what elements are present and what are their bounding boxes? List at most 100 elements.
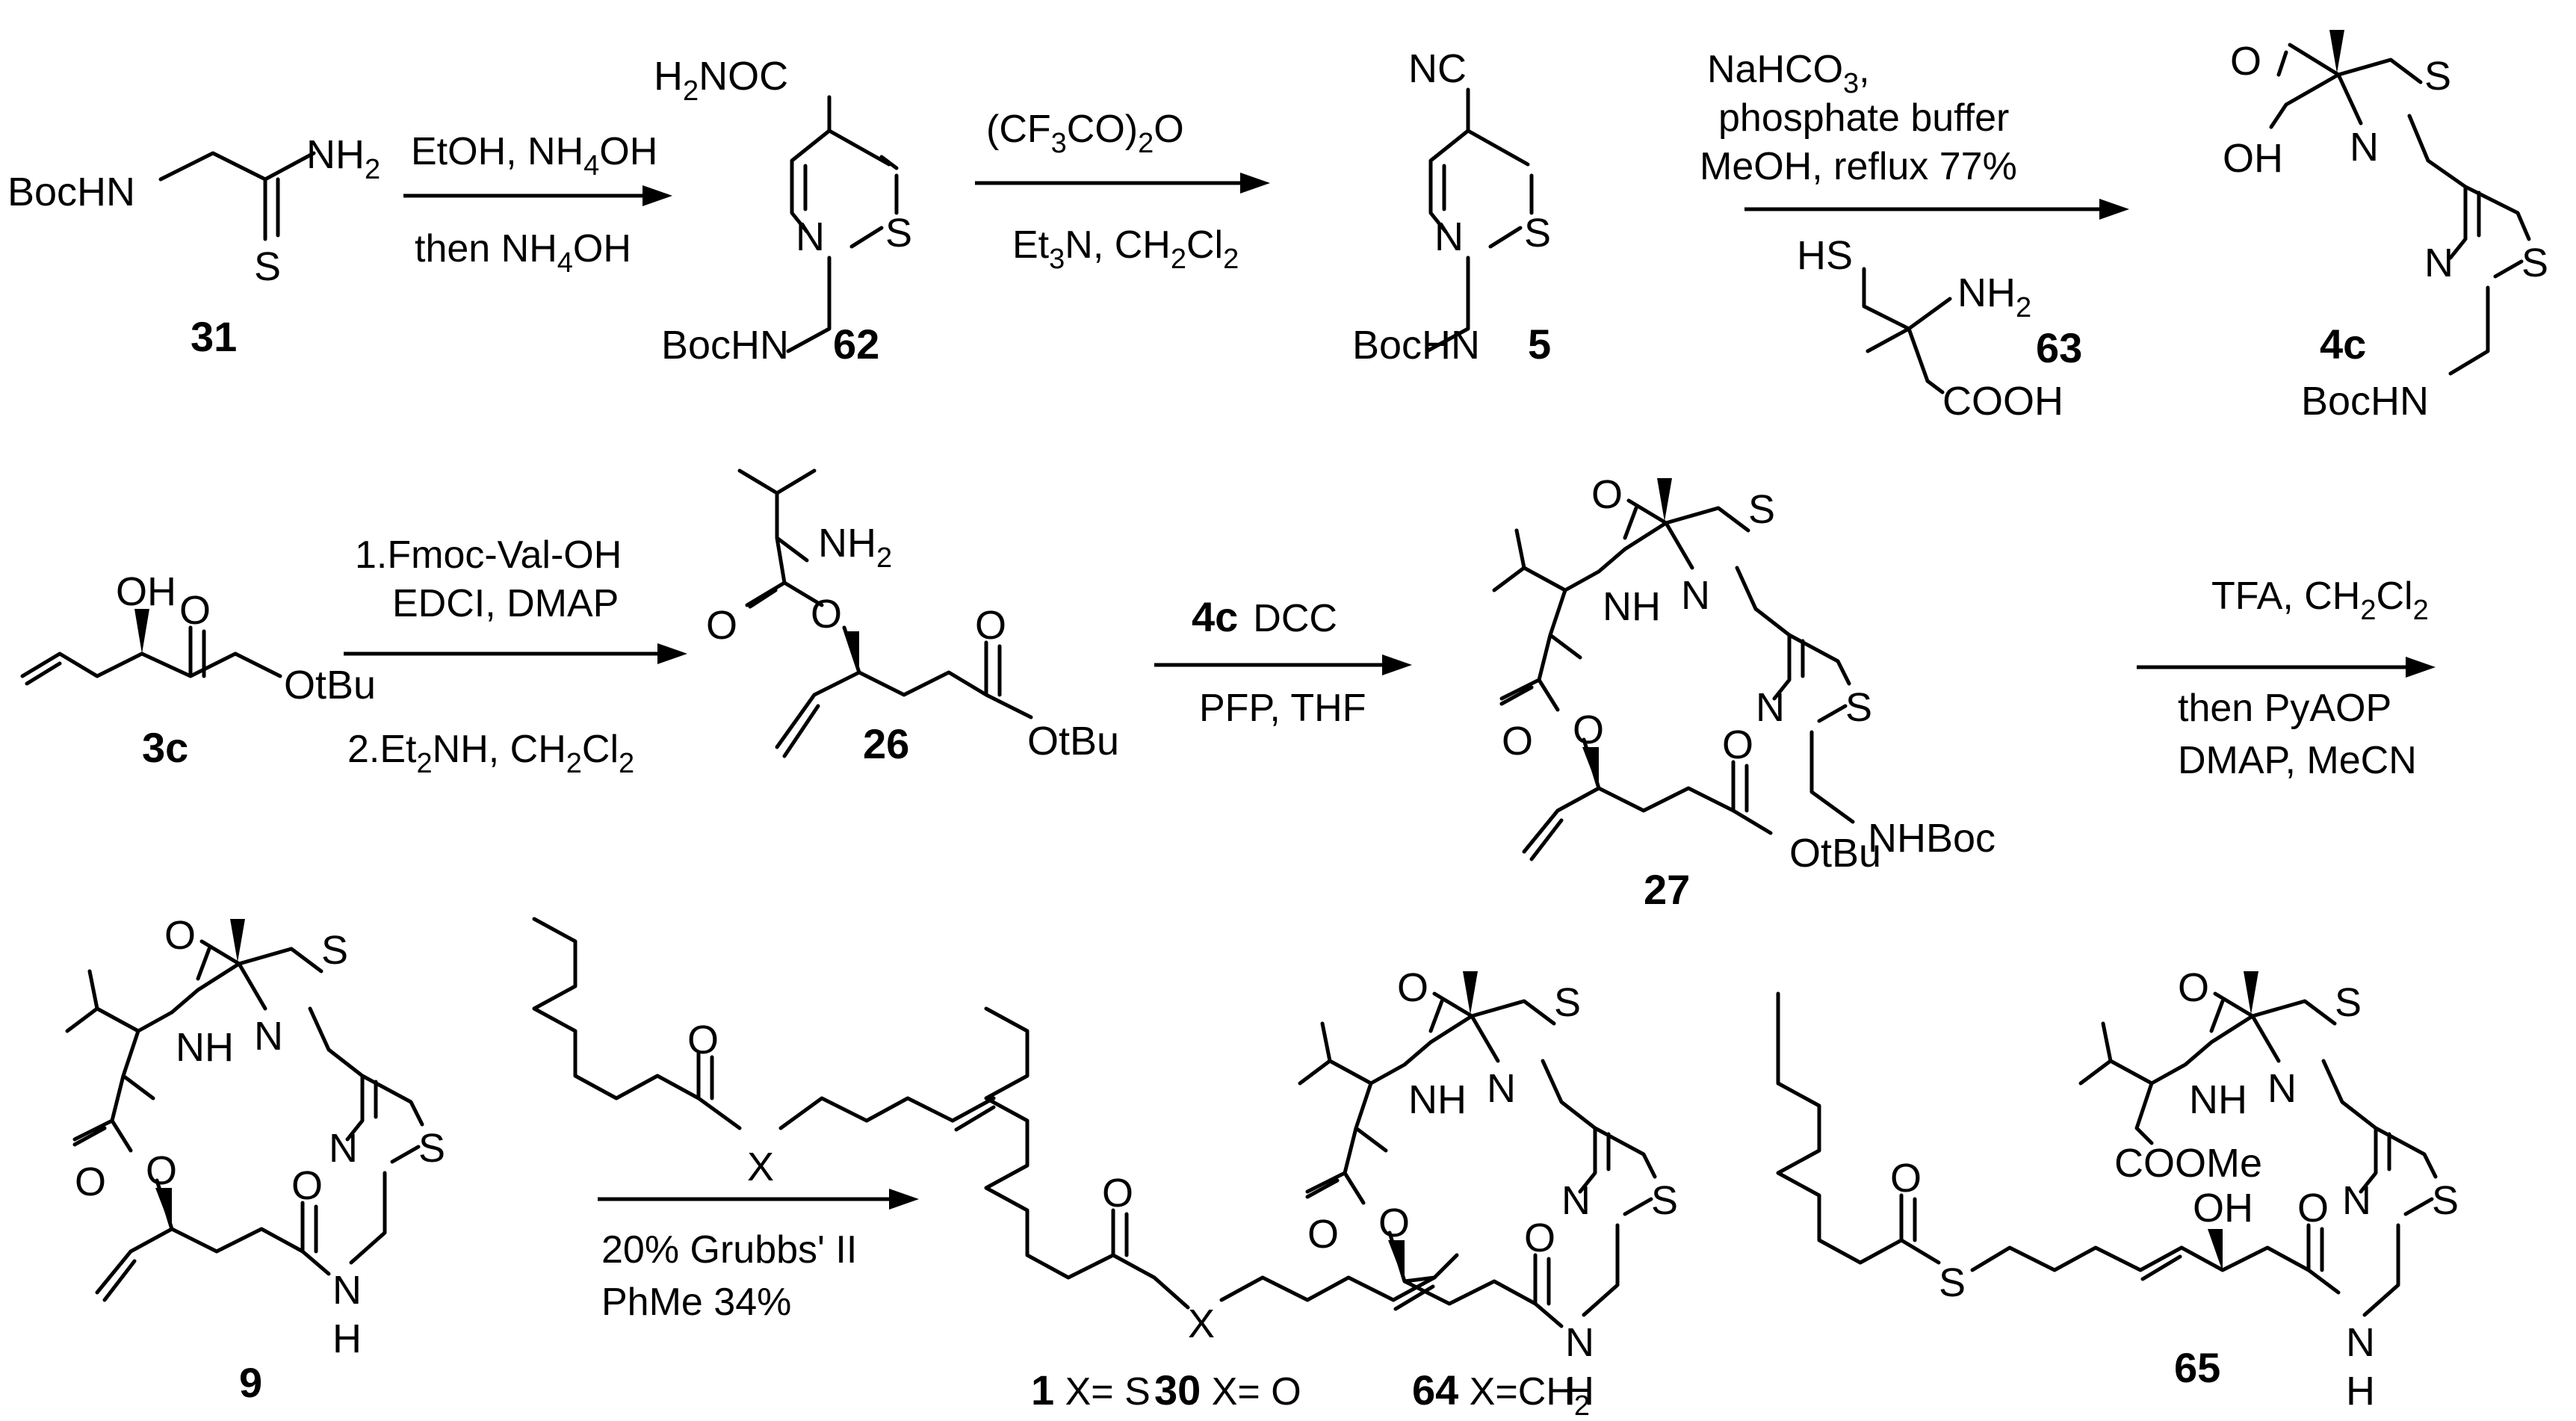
step4-arrow: 1.Fmoc-Val-OH EDCI, DMAP 2.Et2NH, CH2Cl2: [344, 533, 687, 779]
boc-label: BocHN: [7, 170, 135, 214]
svg-text:S: S: [2335, 980, 2362, 1025]
svg-text:2.Et2NH, CH2Cl2: 2.Et2NH, CH2Cl2: [347, 728, 634, 779]
compound-62: H2NOC N S BocHN 62: [654, 54, 912, 368]
svg-text:NH: NH: [176, 1025, 234, 1070]
compound-26: NH2 O O O OtBu 26: [706, 468, 1119, 767]
svg-text:S: S: [1939, 1260, 1966, 1305]
svg-text:NH: NH: [1603, 584, 1661, 629]
compound-label-26: 26: [863, 720, 909, 767]
svg-text:NH2: NH2: [1957, 270, 2031, 323]
svg-text:OH: OH: [116, 569, 176, 614]
compound-label-31: 31: [191, 313, 237, 360]
svg-text:PhMe 34%: PhMe 34%: [601, 1281, 791, 1324]
compound-label-5: 5: [1528, 321, 1551, 368]
svg-text:OtBu: OtBu: [284, 663, 376, 708]
svg-text:S: S: [1554, 980, 1581, 1025]
svg-text:O: O: [146, 1148, 177, 1193]
svg-text:COOMe: COOMe: [2114, 1141, 2262, 1186]
svg-text:O: O: [2230, 39, 2261, 84]
compound-label-27: 27: [1644, 866, 1690, 913]
svg-text:N: N: [1487, 1066, 1516, 1111]
compound-27: O S NH N N S O O O OtBu NHBoc 27: [1492, 472, 1996, 913]
step1-arrow: EtOH, NH4OH then NH4OH: [403, 130, 672, 279]
svg-text:O: O: [1573, 708, 1604, 752]
step7-arrow: O X 20% Grubbs' II PhMe 34%: [532, 917, 996, 1324]
svg-text:S: S: [2424, 54, 2451, 99]
svg-text:O: O: [687, 1018, 719, 1062]
svg-text:O: O: [1591, 472, 1623, 517]
svg-text:PFP, THF: PFP, THF: [1199, 687, 1366, 730]
step3-arrow: NaHCO3, phosphate buffer MeOH, reflux 77…: [1700, 48, 2129, 424]
svg-text:NH: NH: [2189, 1077, 2247, 1122]
svg-text:S: S: [1651, 1178, 1678, 1223]
svg-text:OH: OH: [2223, 136, 2283, 181]
compound-label-62: 62: [833, 321, 879, 368]
svg-text:X: X: [747, 1145, 774, 1189]
svg-text:H2NOC: H2NOC: [654, 54, 788, 107]
svg-text:S: S: [418, 1126, 445, 1171]
svg-text:N: N: [1565, 1320, 1594, 1365]
compound-65: O S O S NH N N S COOMe OH O N H 65: [1776, 965, 2459, 1414]
svg-text:1 X= S: 1 X= S: [1031, 1366, 1151, 1414]
compound-3c: OH O OtBu 3c: [20, 569, 376, 771]
compound-31: BocHN NH2 S 31: [7, 132, 380, 360]
svg-text:EtOH, NH4OH: EtOH, NH4OH: [411, 130, 657, 182]
step6-arrow: TFA, CH2Cl2 then PyAOP DMAP, MeCN: [2137, 575, 2436, 782]
svg-text:H: H: [1565, 1369, 1594, 1414]
svg-text:O: O: [1502, 719, 1533, 764]
svg-text:N: N: [1561, 1178, 1591, 1223]
svg-text:DMAP, MeCN: DMAP, MeCN: [2178, 739, 2417, 782]
svg-text:N: N: [2350, 125, 2379, 170]
svg-text:N: N: [2342, 1178, 2371, 1223]
svg-text:OH: OH: [2193, 1186, 2253, 1230]
svg-text:S: S: [2432, 1178, 2459, 1223]
svg-text:X: X: [1188, 1301, 1215, 1346]
svg-text:BocHN: BocHN: [661, 323, 789, 368]
svg-text:N: N: [1434, 214, 1464, 259]
compound-label-4c: 4c: [2320, 321, 2366, 368]
svg-text:NC: NC: [1408, 46, 1467, 91]
svg-text:O: O: [179, 588, 211, 633]
compound-label-9: 9: [239, 1359, 262, 1406]
svg-text:O: O: [706, 603, 737, 648]
svg-text:O: O: [1102, 1171, 1133, 1216]
compound-5: NC N S BocHN 5: [1352, 46, 1551, 368]
svg-text:H: H: [332, 1316, 362, 1361]
svg-text:O: O: [811, 592, 842, 637]
compound-1-30-64: O X O S NH N N S O O O N H 1 X= S 30 X= …: [984, 965, 1678, 1421]
svg-text:O: O: [2297, 1186, 2329, 1230]
svg-text:NHBoc: NHBoc: [1868, 816, 1996, 861]
svg-text:NH2: NH2: [818, 521, 892, 574]
svg-text:1.Fmoc-Val-OH: 1.Fmoc-Val-OH: [355, 533, 622, 577]
svg-text:HS: HS: [1797, 233, 1853, 278]
svg-text:S: S: [254, 244, 281, 289]
svg-text:Et3N, CH2Cl2: Et3N, CH2Cl2: [1012, 223, 1239, 275]
svg-text:phosphate buffer: phosphate buffer: [1718, 96, 2009, 140]
svg-text:BocHN: BocHN: [7, 170, 135, 214]
svg-text:64 X=CH2: 64 X=CH2: [1412, 1366, 1590, 1421]
svg-text:S: S: [321, 928, 348, 973]
svg-text:N: N: [1681, 573, 1710, 618]
svg-text:O: O: [975, 603, 1006, 648]
svg-text:S: S: [1845, 685, 1872, 730]
svg-text:30 X= O: 30 X= O: [1154, 1366, 1301, 1414]
svg-text:N: N: [254, 1014, 283, 1059]
svg-text:MeOH, reflux 77%: MeOH, reflux 77%: [1700, 145, 2017, 188]
svg-text:N: N: [2424, 241, 2453, 285]
svg-text:O: O: [1722, 722, 1753, 767]
svg-text:O: O: [291, 1163, 323, 1208]
svg-text:O: O: [75, 1160, 106, 1204]
step2-arrow: (CF3CO)2O Et3N, CH2Cl2: [975, 108, 1270, 275]
compound-4c: O OH N S N S BocHN 4c: [2223, 30, 2548, 424]
svg-text:N: N: [332, 1268, 362, 1313]
svg-text:O: O: [1307, 1212, 1339, 1257]
svg-text:EDCI, DMAP: EDCI, DMAP: [392, 582, 619, 625]
compound-label-3c: 3c: [142, 724, 188, 771]
svg-text:O: O: [1378, 1201, 1410, 1245]
svg-text:NH: NH: [1408, 1077, 1467, 1122]
svg-text:N: N: [2346, 1320, 2375, 1365]
svg-text:H: H: [2346, 1369, 2375, 1414]
svg-text:then NH4OH: then NH4OH: [415, 227, 631, 279]
